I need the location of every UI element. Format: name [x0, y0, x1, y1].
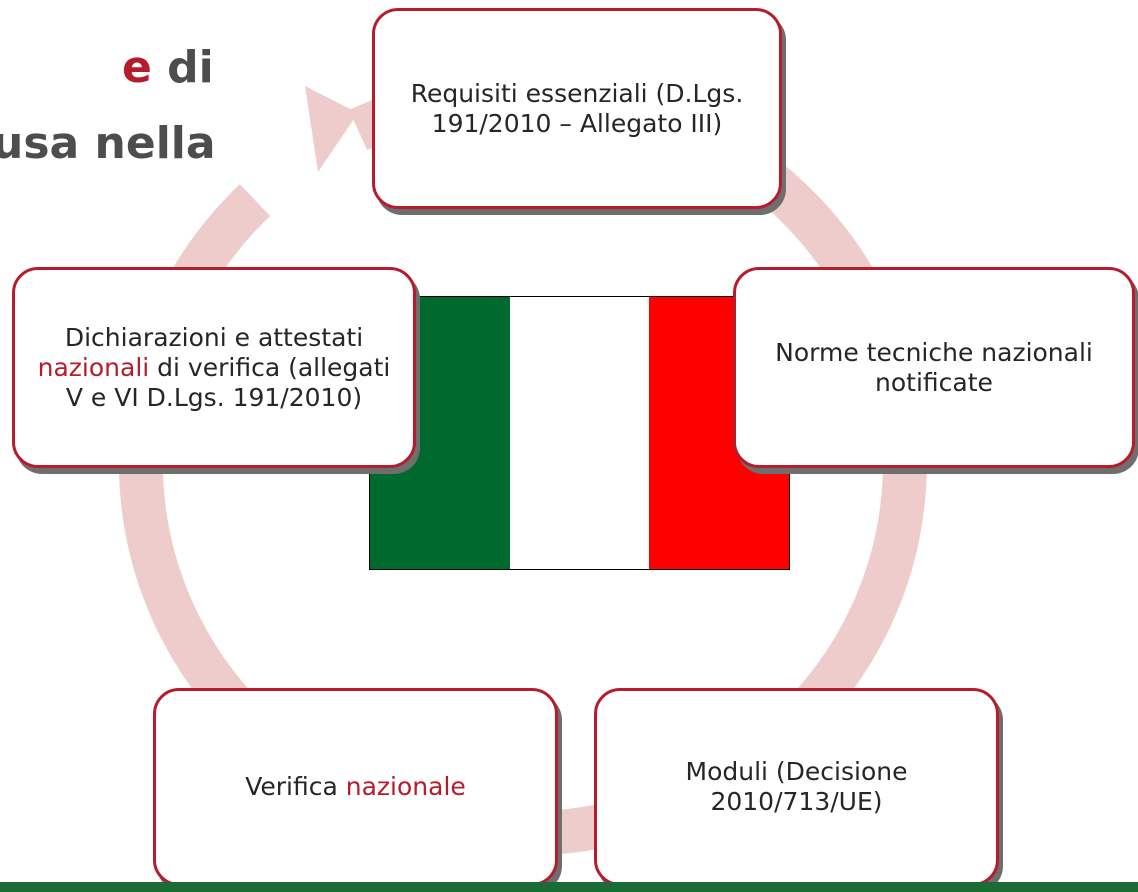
node-dichiarazioni: Dichiarazioni e attestati nazionali di v…: [12, 267, 416, 468]
cycle-arrowhead: [305, 86, 358, 172]
node-verifica-nazionale: Verifica nazionale: [153, 688, 558, 886]
node-moduli: Moduli (Decisione 2010/713/UE): [594, 688, 999, 886]
node-requisiti-essenziali: Requisiti essenziali (D.Lgs. 191/2010 – …: [372, 8, 782, 209]
slide-title-line-2: usa nella: [0, 118, 216, 169]
italian-flag: [369, 296, 790, 570]
slide-title-line-1: e di: [122, 42, 214, 93]
node-norme-tecniche: Norme tecniche nazionali notificate: [733, 267, 1135, 468]
footer-rule: [0, 882, 1138, 892]
flag-white-band: [509, 297, 650, 569]
